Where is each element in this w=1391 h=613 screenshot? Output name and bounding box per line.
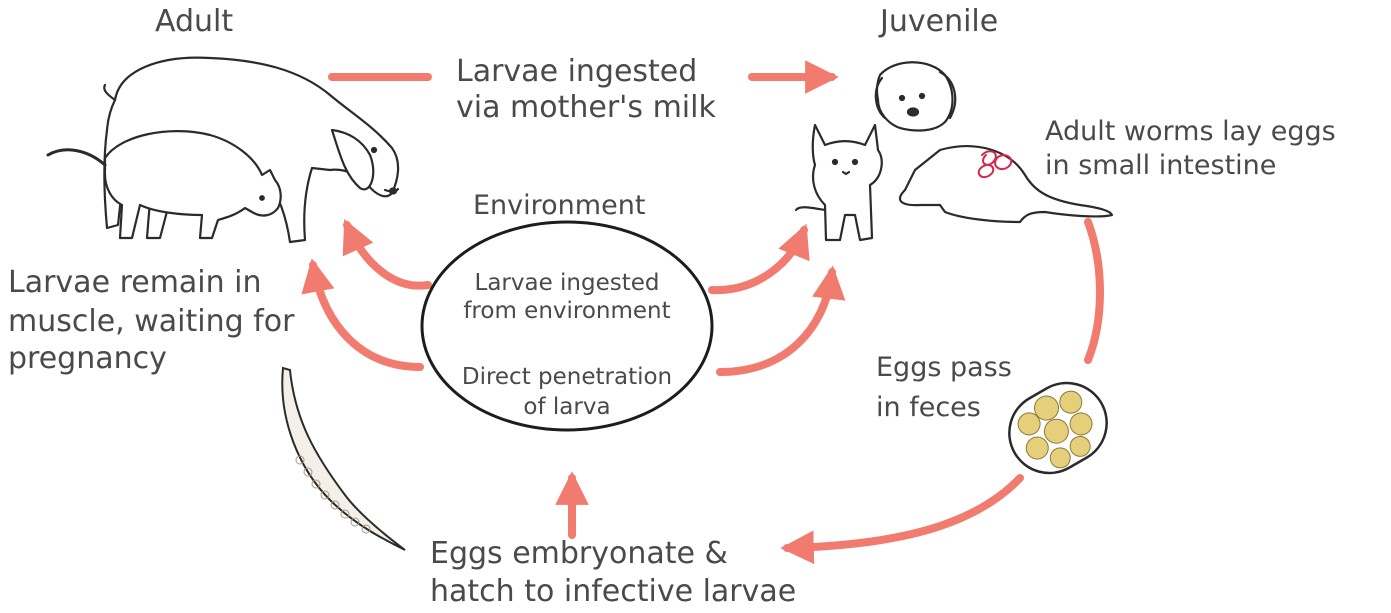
arrow-env-to-juvenile-upper [712,230,804,290]
arrow-eggs-to-embryonate [787,478,1020,548]
eggs-pass-line2: in feces [876,392,981,424]
environment-label: Environment [473,190,645,222]
muscle-label-line1: Larvae remain in [8,265,262,300]
juvenile-label: Juvenile [880,4,998,39]
env-ingested-line1: Larvae ingested [447,270,687,297]
env-ingested-line2: from environment [447,298,687,325]
egg-icon [995,368,1122,487]
embryonate-line1: Eggs embryonate & [430,536,728,571]
arrow-juvenile-to-eggs [1088,222,1100,360]
eggs-pass-line1: Eggs pass [876,352,1012,384]
worms-label-line1: Adult worms lay eggs [1045,116,1336,148]
embryonate-line2: hatch to infective larvae [430,574,796,609]
arrow-env-to-adult-upper [347,225,428,286]
adult-label: Adult [155,4,233,39]
milk-label-line1: Larvae ingested [456,54,697,89]
larva-icon [282,368,405,550]
env-penetration-line2: of larva [447,394,687,421]
milk-label-line2: via mother's milk [456,90,716,125]
muscle-label-line2: muscle, waiting for [8,304,294,339]
worms-label-line2: in small intestine [1045,150,1276,182]
env-penetration-line1: Direct penetration [447,364,687,391]
muscle-label-line3: pregnancy [8,341,167,376]
kitten-icon [796,125,882,240]
